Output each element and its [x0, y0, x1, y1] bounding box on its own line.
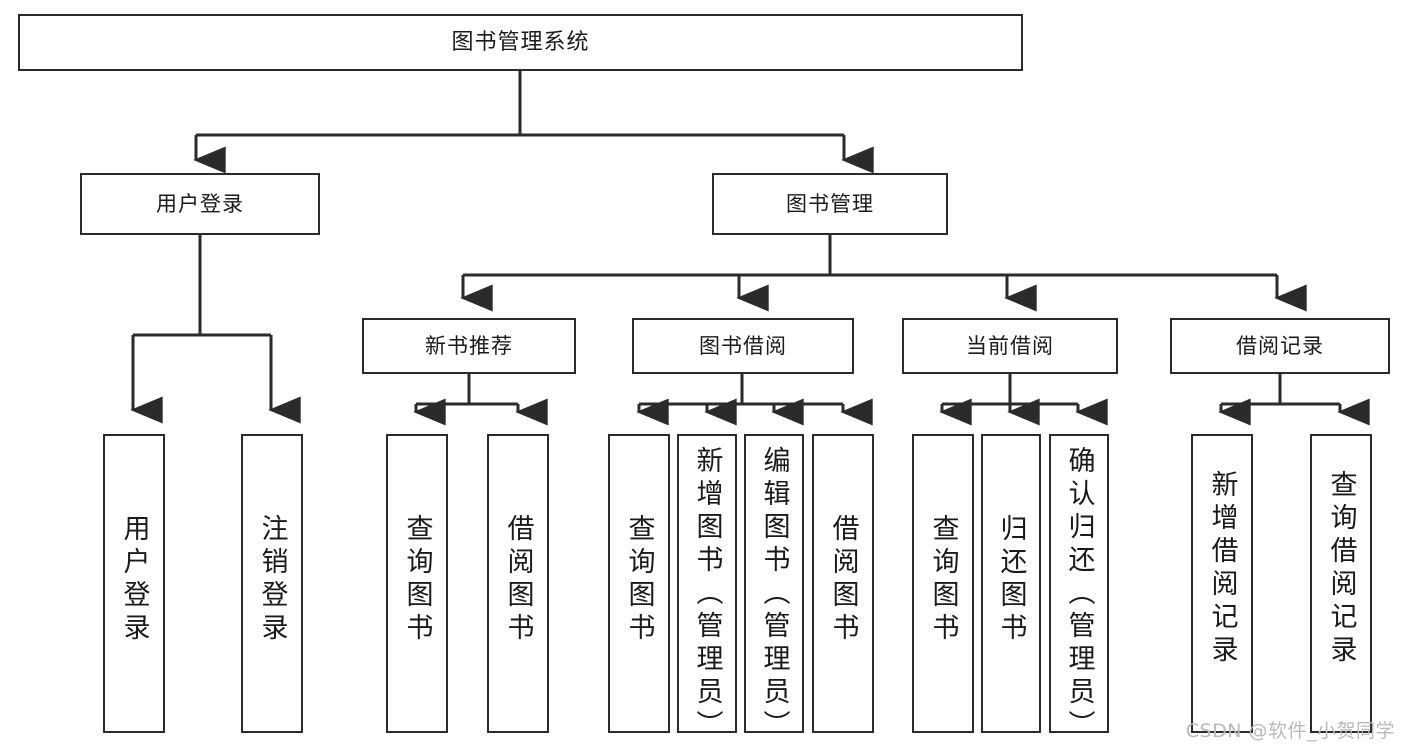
- leaf-add-book-admin[interactable]: 新增图书（管理员）: [677, 434, 737, 743]
- node-user-login[interactable]: 用户登录: [80, 173, 320, 235]
- leaf-query-borrow-record[interactable]: 查询借阅记录: [1310, 434, 1372, 733]
- node-book-borrow[interactable]: 图书借阅: [632, 318, 854, 374]
- leaf-confirm-return-admin[interactable]: 确认归还（管理员）: [1049, 434, 1109, 743]
- leaf-return-book[interactable]: 归还图书: [981, 434, 1041, 733]
- leaf-borrow-book-1[interactable]: 借阅图书: [487, 434, 549, 733]
- node-root[interactable]: 图书管理系统: [18, 14, 1023, 71]
- leaf-borrow-book-1-label: 借阅图书: [502, 514, 534, 646]
- leaf-return-book-label: 归还图书: [995, 514, 1027, 646]
- node-book-manage[interactable]: 图书管理: [712, 173, 948, 235]
- leaf-add-borrow-record[interactable]: 新增借阅记录: [1191, 434, 1253, 733]
- node-borrow-record[interactable]: 借阅记录: [1170, 318, 1390, 374]
- leaf-query-borrow-record-label: 查询借阅记录: [1325, 470, 1357, 668]
- leaf-query-book-3[interactable]: 查询图书: [912, 434, 974, 733]
- leaf-edit-book-admin[interactable]: 编辑图书（管理员）: [744, 434, 804, 743]
- leaf-add-book-admin-label: 新增图书（管理员）: [691, 446, 723, 743]
- leaf-add-borrow-record-label: 新增借阅记录: [1206, 470, 1238, 668]
- leaf-borrow-book-2-label: 借阅图书: [827, 514, 859, 646]
- node-root-label: 图书管理系统: [451, 29, 590, 55]
- leaf-query-book-1-label: 查询图书: [401, 514, 433, 646]
- leaf-logout[interactable]: 注销登录: [241, 434, 303, 733]
- node-new-book-recommend-label: 新书推荐: [425, 333, 513, 358]
- node-current-borrow-label: 当前借阅: [966, 333, 1054, 358]
- leaf-user-login-label: 用户登录: [118, 514, 150, 646]
- leaf-query-book-3-label: 查询图书: [927, 514, 959, 646]
- node-user-login-label: 用户登录: [156, 191, 244, 216]
- leaf-query-book-2[interactable]: 查询图书: [608, 434, 670, 733]
- node-borrow-record-label: 借阅记录: [1236, 333, 1324, 358]
- leaf-query-book-1[interactable]: 查询图书: [386, 434, 448, 733]
- leaf-logout-label: 注销登录: [256, 514, 288, 646]
- leaf-query-book-2-label: 查询图书: [623, 514, 655, 646]
- node-new-book-recommend[interactable]: 新书推荐: [362, 318, 576, 374]
- node-current-borrow[interactable]: 当前借阅: [902, 318, 1118, 374]
- leaf-edit-book-admin-label: 编辑图书（管理员）: [758, 446, 790, 743]
- leaf-user-login[interactable]: 用户登录: [103, 434, 165, 733]
- node-book-borrow-label: 图书借阅: [699, 333, 787, 358]
- node-book-manage-label: 图书管理: [786, 191, 874, 216]
- leaf-confirm-return-admin-label: 确认归还（管理员）: [1063, 446, 1095, 743]
- leaf-borrow-book-2[interactable]: 借阅图书: [812, 434, 874, 733]
